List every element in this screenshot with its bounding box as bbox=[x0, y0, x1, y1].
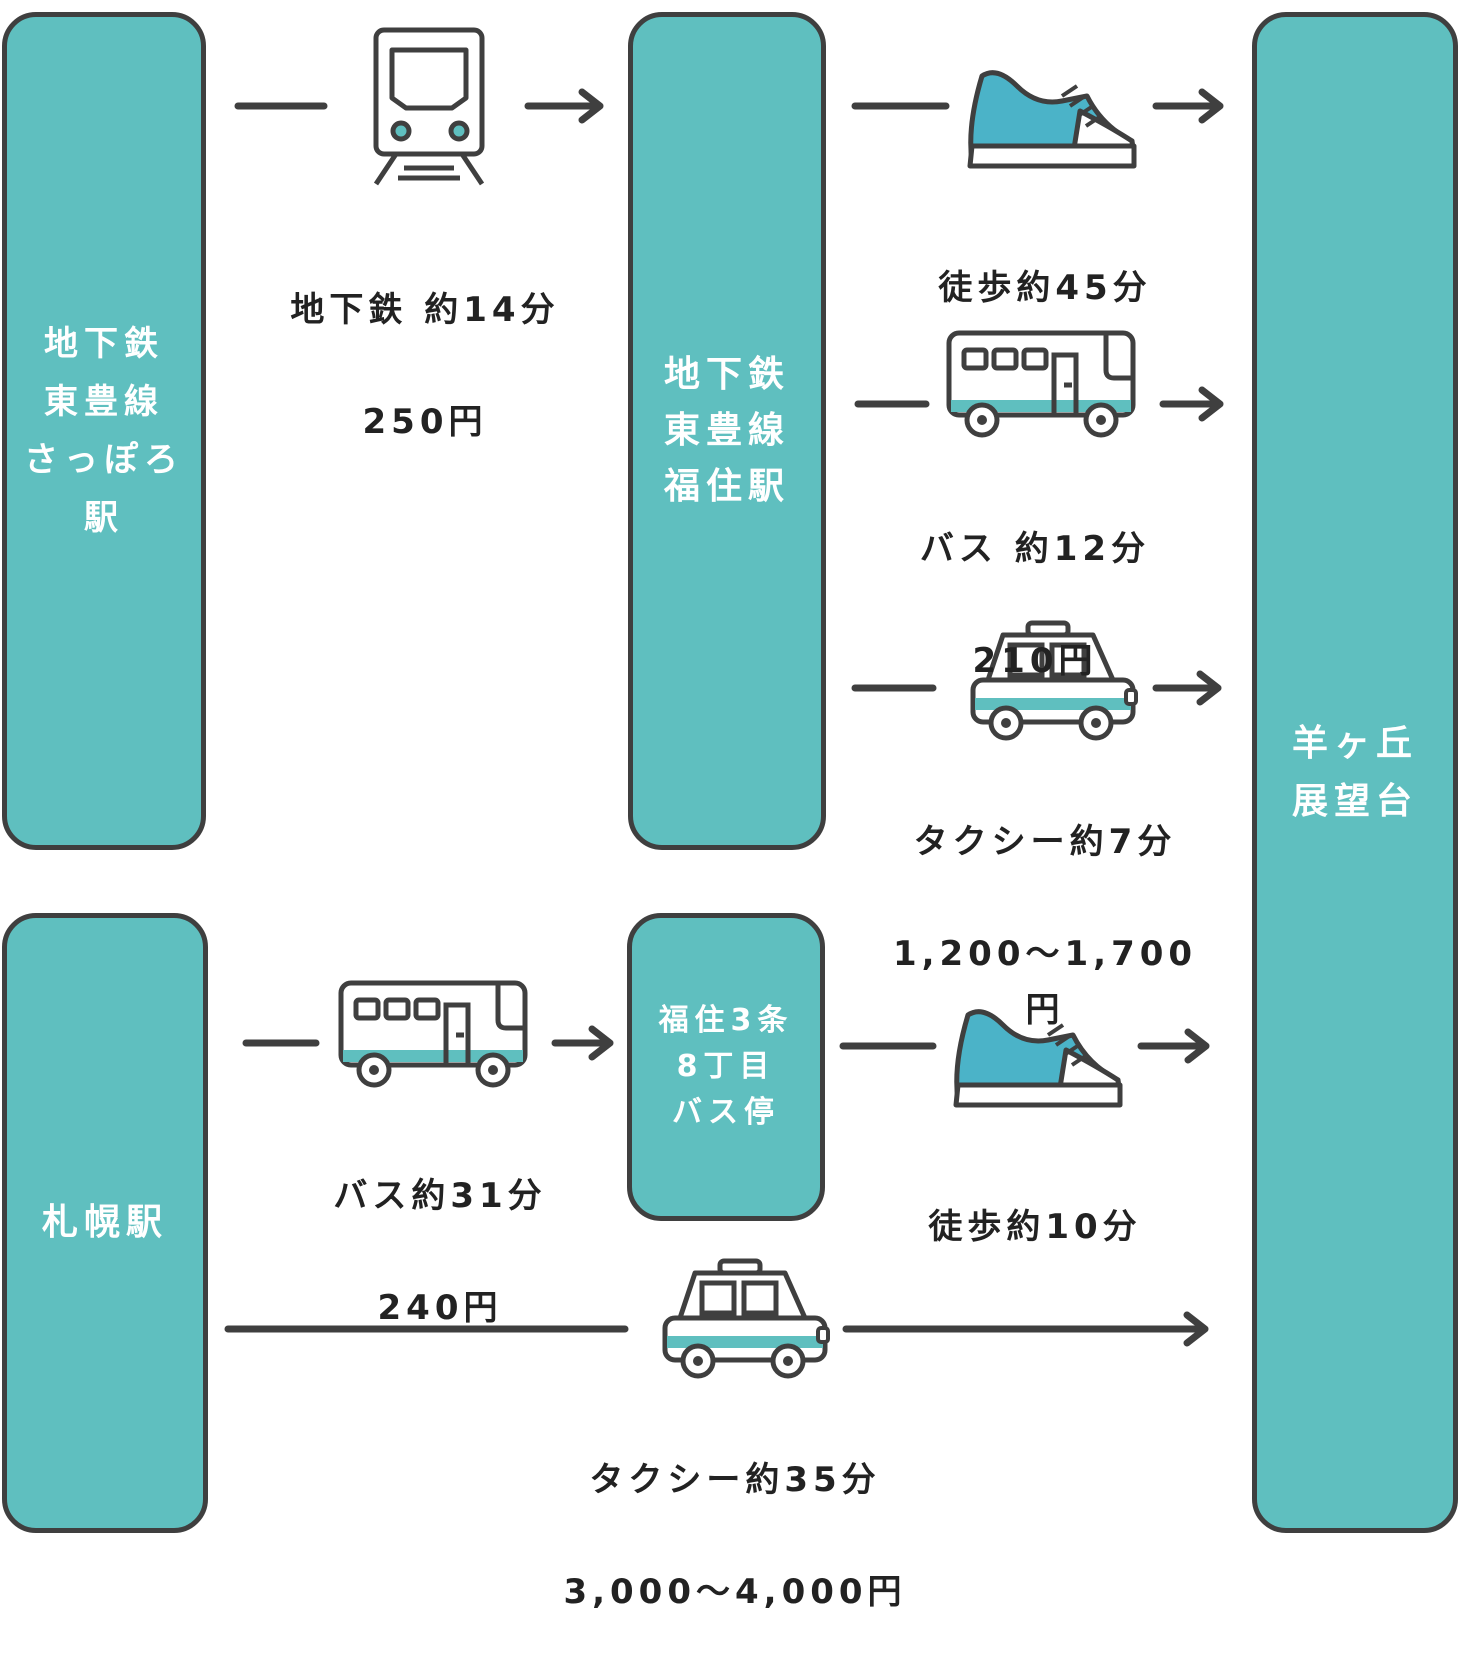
node-fukuzumi-station: 地下鉄 東豊線 福住駅 bbox=[628, 12, 826, 850]
route-time: バス 約12分 bbox=[919, 529, 1151, 569]
arrow bbox=[524, 88, 604, 124]
route-time: 徒歩約10分 bbox=[928, 1207, 1142, 1247]
route-walk-long-caption: 徒歩約45分 bbox=[900, 204, 1190, 372]
node-sapporo-station: 札幌駅 bbox=[2, 913, 208, 1533]
node-label: 地下鉄 東豊線 さっぽろ 駅 bbox=[24, 324, 184, 538]
route-taxi-short-caption: タクシー約7分 1,200〜1,700円 bbox=[880, 758, 1210, 1094]
route-time: タクシー約35分 bbox=[589, 1460, 881, 1500]
route-fare: 250円 bbox=[362, 402, 488, 442]
route-fare: 3,000〜4,000円 bbox=[563, 1572, 907, 1612]
route-fare: 1,200〜1,700円 bbox=[892, 934, 1198, 1030]
node-fukuzumi-bus-stop: 福住3条 8丁目 バス停 bbox=[627, 913, 825, 1221]
node-label: 羊ヶ丘 展望台 bbox=[1291, 722, 1418, 822]
bus-icon bbox=[341, 983, 525, 1085]
route-taxi-long-caption: タクシー約35分 3,000〜4,000円 bbox=[560, 1396, 910, 1676]
arrow bbox=[551, 1025, 614, 1061]
route-time: 地下鉄 約14分 bbox=[290, 290, 560, 330]
arrow bbox=[1152, 88, 1224, 124]
node-label: 福住3条 8丁目 バス停 bbox=[658, 1003, 794, 1130]
route-fare: 210円 bbox=[972, 641, 1098, 681]
node-hitsujigaoka: 羊ヶ丘 展望台 bbox=[1252, 12, 1458, 1533]
node-sapporo-subway: 地下鉄 東豊線 さっぽろ 駅 bbox=[2, 12, 206, 850]
arrow bbox=[1137, 1028, 1210, 1064]
route-time: バス約31分 bbox=[333, 1176, 547, 1216]
arrow bbox=[1159, 386, 1224, 422]
shoe-icon bbox=[970, 73, 1134, 166]
route-bus-short-caption: バス 約12分 210円 bbox=[890, 465, 1180, 745]
route-time: タクシー約7分 bbox=[913, 822, 1177, 862]
route-walk-short-caption: 徒歩約10分 bbox=[890, 1143, 1180, 1311]
route-time: 徒歩約45分 bbox=[938, 268, 1152, 308]
route-fare: 240円 bbox=[377, 1288, 503, 1328]
arrow bbox=[1152, 670, 1222, 706]
route-subway-caption: 地下鉄 約14分 250円 bbox=[270, 226, 580, 506]
train-icon bbox=[373, 27, 485, 186]
node-label: 札幌駅 bbox=[41, 1202, 168, 1243]
route-bus-long-caption: バス約31分 240円 bbox=[300, 1112, 580, 1392]
arrow bbox=[842, 1311, 1209, 1347]
node-label: 地下鉄 東豊線 福住駅 bbox=[663, 354, 790, 507]
route-diagram bbox=[224, 27, 1224, 1536]
taxi-icon bbox=[665, 1261, 828, 1376]
